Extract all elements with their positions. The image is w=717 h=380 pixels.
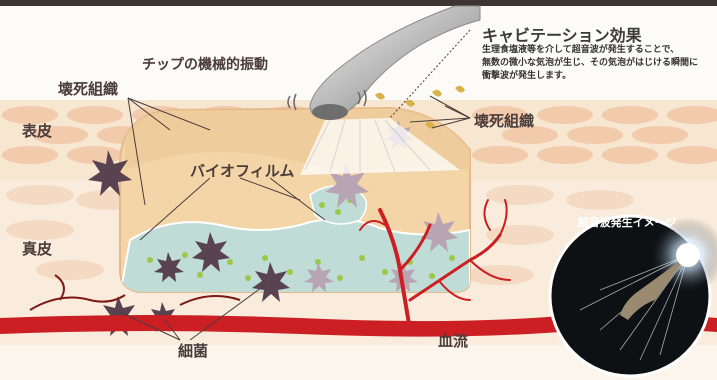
inset-title: 超音波発生イメージ [552, 214, 702, 230]
cavitation-desc-line: 無数の微小な気泡が生じ、その気泡がはじける瞬間に [482, 57, 714, 70]
epidermis-label: 表皮 [22, 120, 52, 141]
cavitation-title: キャビテーション効果 [482, 22, 642, 46]
bacteria-label: 細菌 [178, 340, 208, 361]
tip-vibration-label: チップの機械的振動 [142, 54, 268, 74]
cavitation-description: 生理食塩液等を介して超音波が発生することで、 無数の微小な気泡が生じ、その気泡が… [482, 44, 714, 83]
blood-flow-label: 血流 [438, 330, 468, 351]
biofilm-label: バイオフィルム [190, 160, 294, 181]
necrotic-tissue-label-left: 壊死組織 [58, 78, 118, 99]
necrotic-tissue-label-right: 壊死組織 [474, 110, 534, 131]
top-bar [0, 0, 717, 6]
cavitation-desc-line: 衝撃波が発生します。 [482, 70, 714, 83]
cavitation-desc-line: 生理食塩液等を介して超音波が発生することで、 [482, 44, 714, 57]
dermis-label: 真皮 [22, 238, 52, 259]
